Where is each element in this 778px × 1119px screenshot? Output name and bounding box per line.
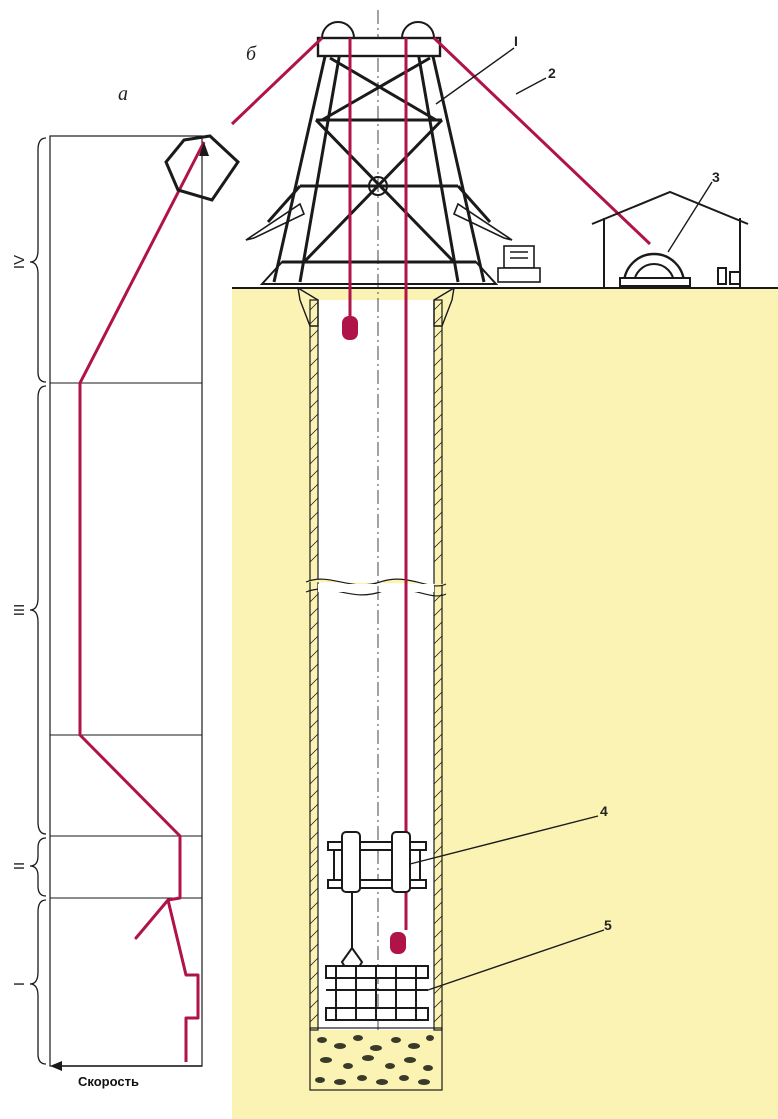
curve-arrowhead	[199, 142, 209, 156]
speed-axis-label: Скорость	[78, 1074, 139, 1089]
stage-label-i: I	[11, 982, 28, 986]
headframe	[266, 36, 492, 283]
stage-label-iv: IV	[11, 255, 28, 269]
speed-curve	[78, 141, 206, 1062]
sinking-scaffold	[325, 965, 429, 1021]
leader-3	[667, 181, 713, 253]
shaft-bottom-rock	[309, 1027, 443, 1091]
headframe-base	[259, 261, 499, 285]
callout-3: 3	[712, 169, 720, 185]
brace-iv	[29, 137, 47, 383]
panel-label-a: а	[118, 83, 128, 105]
headframe-center-node	[368, 176, 388, 196]
leader-5	[427, 929, 605, 991]
leader-1	[435, 47, 515, 105]
stage-label-iii: III	[11, 604, 28, 617]
brace-iii	[29, 385, 47, 835]
wall-hatching	[309, 301, 443, 1023]
counterweight-upper	[342, 316, 358, 340]
callout-4: 4	[600, 803, 608, 819]
speed-axis-arrowhead	[50, 1061, 62, 1071]
stage-label-ii: II	[11, 862, 28, 870]
panel-label-b: б	[246, 43, 257, 65]
rope-to-left-winder	[230, 36, 324, 126]
ground	[232, 288, 778, 1119]
shaft-break-gap	[318, 584, 434, 592]
winder-house	[591, 190, 749, 288]
skip-marker-hexagon	[164, 134, 240, 202]
shaft-drawing: б	[230, 10, 778, 1119]
sheave-right	[400, 21, 436, 39]
shaft-interior	[318, 300, 434, 1030]
rope-to-right-winder	[432, 36, 652, 246]
surface-equipment	[497, 245, 541, 283]
leader-4	[409, 815, 599, 865]
rock-fragments	[315, 1035, 434, 1085]
shaft-collar-right	[433, 286, 455, 327]
headframe-strut-right	[452, 202, 513, 241]
shaft-collar-left	[297, 286, 319, 327]
callout-1: I	[514, 33, 518, 49]
leader-2	[515, 77, 547, 95]
callout-2: 2	[548, 65, 556, 81]
callout-5: 5	[604, 917, 612, 933]
brace-ii	[29, 837, 47, 897]
brace-i	[29, 899, 47, 1065]
counterweight-lower	[390, 932, 406, 954]
sheave-left	[320, 21, 356, 39]
chart-frame	[49, 135, 203, 1067]
speed-chart: а Скорость IV III II I	[11, 83, 240, 1089]
shaft-wall-right	[433, 299, 443, 1031]
headframe-strut-left	[245, 202, 306, 241]
shaft-wall-left	[309, 299, 319, 1031]
